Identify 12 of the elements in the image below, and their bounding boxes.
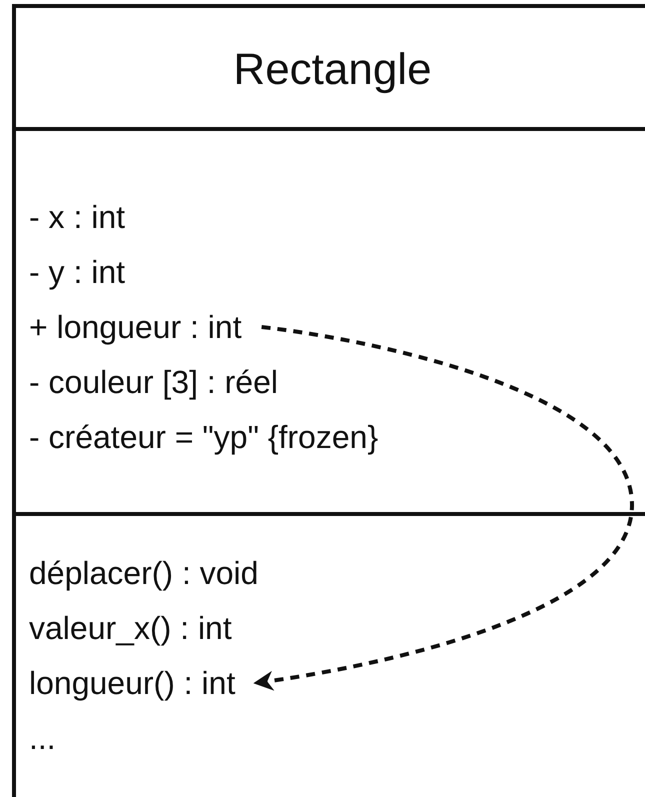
method-text: ... bbox=[29, 719, 56, 758]
method-text: déplacer() : void bbox=[29, 554, 258, 593]
class-name: Rectangle bbox=[232, 44, 433, 96]
method-text: valeur_x() : int bbox=[29, 609, 232, 648]
attribute-text: - couleur [3] : réel bbox=[29, 363, 278, 402]
class-box bbox=[12, 4, 645, 797]
attribute-text: - y : int bbox=[29, 253, 126, 292]
attribute-text: + longueur : int bbox=[29, 307, 242, 347]
attribute-text: - créateur = "yp" {frozen} bbox=[29, 418, 378, 457]
arrow bbox=[253, 325, 634, 690]
attribute-text: - x : int bbox=[29, 198, 126, 237]
method-text: longueur() : int bbox=[29, 663, 236, 703]
